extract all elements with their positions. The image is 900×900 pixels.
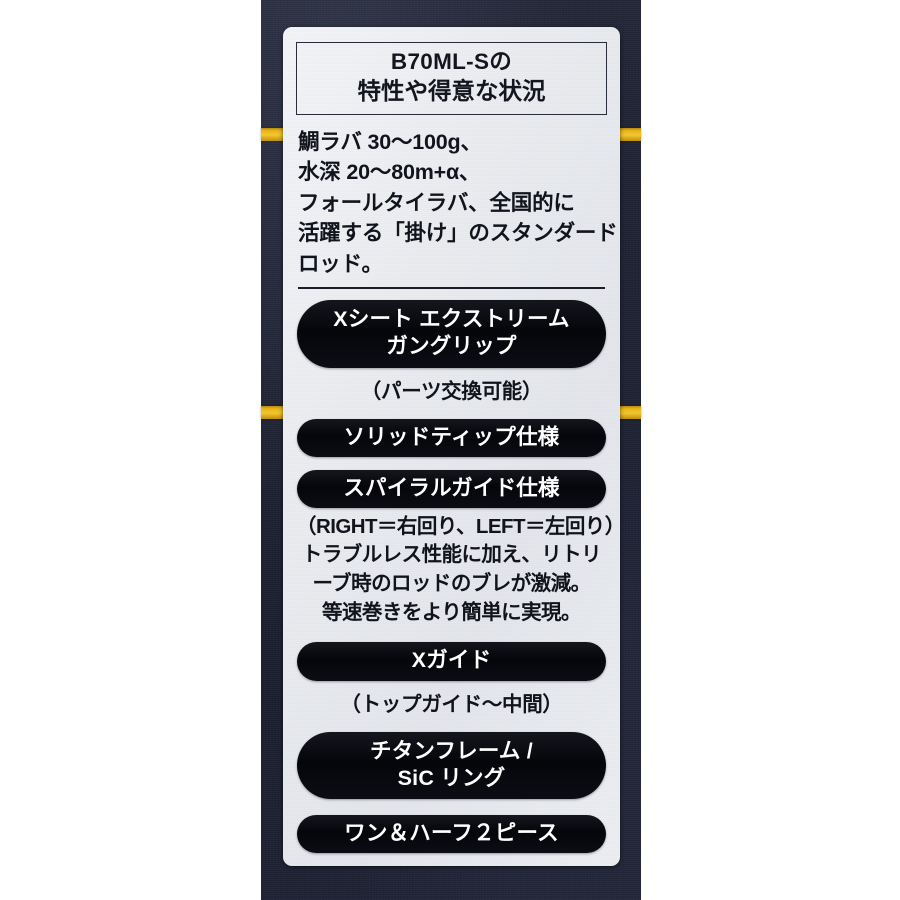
feature-pill-line: Xシート エクストリーム: [333, 307, 570, 332]
feature-caption-x-guide: （トップガイド〜中間）: [340, 692, 563, 716]
feature-pill-spiral-guide: スパイラルガイド仕様: [297, 469, 606, 508]
feature-pill-solid-tip: ソリッドティップ仕様: [297, 418, 606, 457]
spacer: [296, 799, 607, 815]
feature-paragraph-line: ーブ時のロッドのブレが激減。: [312, 572, 591, 596]
spec-card: B70ML-Sの 特性や得意な状況 鯛ラバ 30〜100g、 水深 20〜80m…: [283, 27, 620, 866]
feature-caption-x-seat-extreme-gun-grip: （パーツ交換可能）: [360, 379, 543, 403]
spacer: [296, 457, 607, 470]
feature-pill-line: ソリッドティップ仕様: [343, 424, 560, 449]
feature-pill-line: Xガイド: [411, 648, 492, 673]
section-divider: [298, 287, 605, 290]
intro-paragraph: 鯛ラバ 30〜100g、 水深 20〜80m+α、 フォールタイラバ、全国的に …: [298, 127, 618, 280]
feature-pill-line: ガングリップ: [386, 334, 517, 359]
feature-pill-line: スパイラルガイド仕様: [343, 475, 560, 500]
spacer: [296, 633, 607, 642]
feature-paragraph-line: （RIGHT＝右回り、LEFT＝左回り）: [296, 514, 620, 538]
feature-pill-line: ワン＆ハーフ２ピース: [344, 820, 559, 845]
intro-line: 水深 20〜80m+α、: [298, 160, 481, 185]
feature-pill-line: チタンフレーム /: [370, 738, 533, 763]
spec-title-line-2: 特性や得意な状況: [357, 78, 546, 105]
feature-pill-titanium-frame-sic-ring: チタンフレーム / SiC リング: [297, 731, 606, 799]
feature-pill-x-seat-extreme-gun-grip: Xシート エクストリーム ガングリップ: [297, 300, 606, 368]
spacer: [296, 410, 607, 419]
spacer: [296, 723, 607, 732]
feature-pill-x-guide: Xガイド: [297, 642, 606, 681]
feature-paragraph-spiral-guide: （RIGHT＝右回り、LEFT＝左回り） トラブルレス性能に加え、リトリ ーブ時…: [296, 513, 620, 628]
feature-paragraph-line: トラブルレス性能に加え、リトリ: [301, 543, 602, 567]
intro-line: 鯛ラバ 30〜100g、: [298, 129, 482, 154]
feature-paragraph-line: 等速巻きをより簡単に実現。: [322, 600, 582, 624]
intro-line: フォールタイラバ、全国的に: [298, 190, 575, 215]
spec-title-box: B70ML-Sの 特性や得意な状況: [296, 42, 607, 115]
feature-pill-line: SiC リング: [397, 765, 506, 790]
spec-title-line-1: B70ML-Sの: [390, 49, 513, 74]
feature-pill-one-and-half-two-piece: ワン＆ハーフ２ピース: [297, 814, 606, 853]
intro-line: ロッド。: [298, 251, 383, 276]
intro-line: 活躍する「掛け」のスタンダード: [298, 221, 618, 246]
